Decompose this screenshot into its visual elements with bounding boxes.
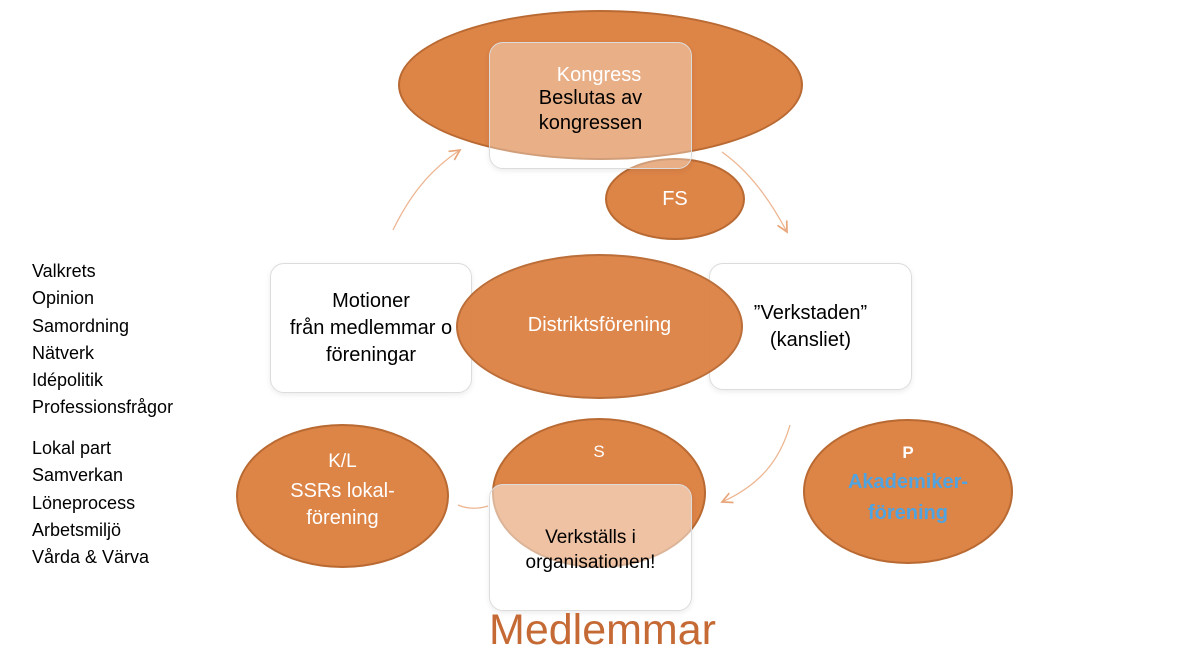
p-line-2: förening <box>868 501 948 524</box>
kl-line-2: förening <box>306 507 379 530</box>
list2-item: Löneprocess <box>32 492 136 513</box>
motioner-line-2: från medlemmar o <box>289 316 453 339</box>
kl-line-1: SSRs lokal- <box>290 480 395 503</box>
list1-item: Idépolitik <box>32 370 104 391</box>
arrow-to-kl <box>457 504 489 509</box>
distrikt-ellipse <box>456 254 743 399</box>
list1-item: Nätverk <box>32 342 95 363</box>
list2-item: Arbetsmiljö <box>32 519 122 540</box>
verkstaden-line-1: ”Verkstaden” <box>753 301 868 324</box>
left-list-2: Lokal part Samverkan Löneprocess Arbetsm… <box>32 435 149 571</box>
left-list-1: Valkrets Opinion Samordning Nätverk Idép… <box>32 258 173 422</box>
p-text: P Akademiker- förening <box>803 440 1013 528</box>
medlemmar-title: Medlemmar <box>489 606 716 654</box>
arrow-to-kongress <box>392 150 460 231</box>
kongress-decision-text: Beslutas av kongressen <box>489 86 692 136</box>
distrikt-label: Distriktsförening <box>527 314 672 336</box>
s-box-text: Verkställs i organisationen! <box>489 525 692 575</box>
motioner-line-3: föreningar <box>325 343 417 366</box>
list1-item: Samordning <box>32 315 130 336</box>
list2-item: Vårda & Värva <box>32 547 150 568</box>
list1-item: Professionsfrågor <box>32 397 174 418</box>
kl-letter: K/L <box>328 451 357 472</box>
motioner-line-1: Motioner <box>332 289 410 312</box>
kongress-label: Kongress <box>556 64 642 86</box>
motioner-box: Motioner från medlemmar o föreningar <box>270 263 472 393</box>
kongress-ellipse <box>398 10 803 160</box>
kongress-box <box>489 42 692 169</box>
s-box <box>489 484 692 611</box>
kl-text: K/L SSRs lokal- förening <box>236 446 449 532</box>
arrow-to-s <box>722 424 791 502</box>
list1-item: Valkrets <box>32 261 96 281</box>
kl-ellipse <box>236 424 449 568</box>
fs-ellipse <box>605 158 745 240</box>
verkstaden-line-2: (kansliet) <box>769 328 852 351</box>
s-line-1: Verkställs i <box>545 527 636 548</box>
list2-item: Samverkan <box>32 465 124 486</box>
p-line-1: Akademiker- <box>847 470 969 493</box>
kongress-line-2: kongressen <box>538 112 643 134</box>
fs-label: FS <box>662 188 688 210</box>
p-letter: P <box>902 443 914 462</box>
list2-item: Lokal part <box>32 438 112 458</box>
list1-item: Opinion <box>32 288 95 309</box>
kongress-line-1: Beslutas av <box>538 87 643 109</box>
s-letter: S <box>593 442 605 461</box>
p-ellipse <box>803 419 1013 564</box>
arrow-to-verkstaden <box>721 151 787 232</box>
s-line-2: organisationen! <box>525 552 656 573</box>
